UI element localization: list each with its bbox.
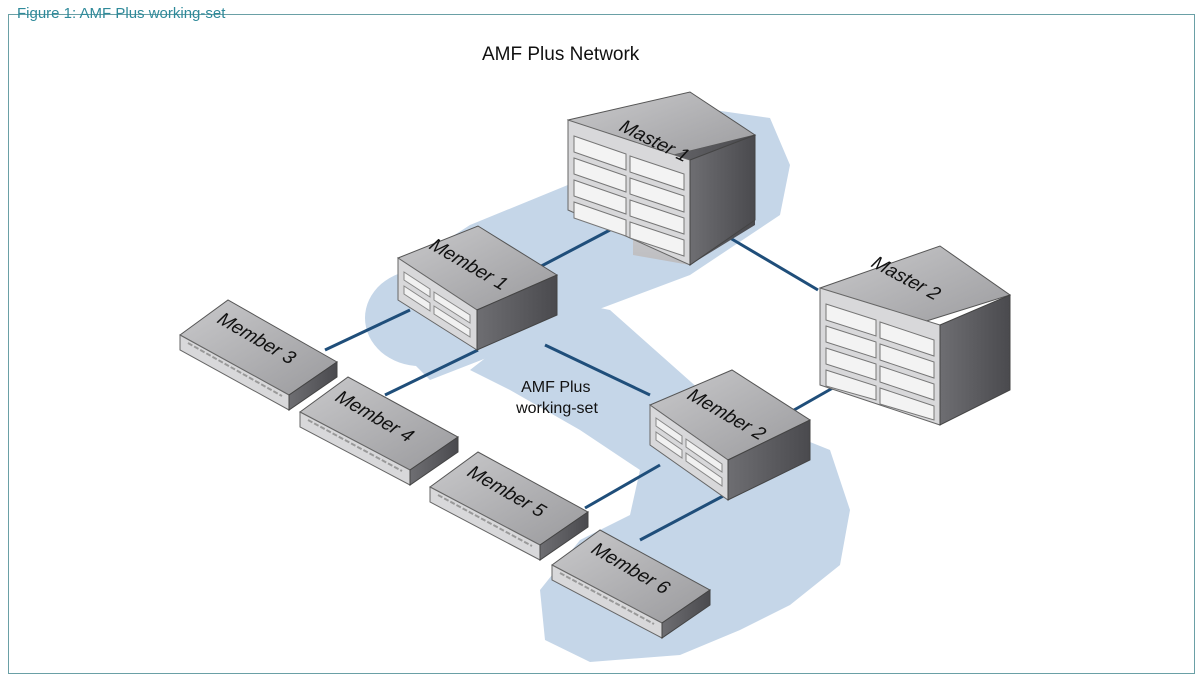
link-master1-master2 <box>724 233 819 292</box>
master1-switch: Master 1 <box>566 91 757 266</box>
member5-switch: Member 5 <box>429 451 589 561</box>
master2-switch: Master 2 <box>818 245 1012 426</box>
member3-switch: Member 3 <box>179 299 338 411</box>
member1-switch: Member 1 <box>396 225 559 351</box>
member2-switch: Member 2 <box>648 369 812 501</box>
link-member1-master1 <box>529 228 611 274</box>
link-member1-member2 <box>544 343 651 397</box>
figure-caption: Figure 1: AMF Plus working-set <box>17 5 226 22</box>
member4-switch: Member 4 <box>299 376 459 486</box>
link-member1-member3 <box>324 308 411 352</box>
working-set-label: AMF Plus working-set <box>515 379 598 417</box>
link-member2-member6 <box>639 493 726 542</box>
link-member1-member4 <box>384 348 479 397</box>
network-links <box>324 228 839 542</box>
link-member2-member5 <box>584 463 661 510</box>
diagram-title: AMF Plus Network <box>482 44 640 65</box>
